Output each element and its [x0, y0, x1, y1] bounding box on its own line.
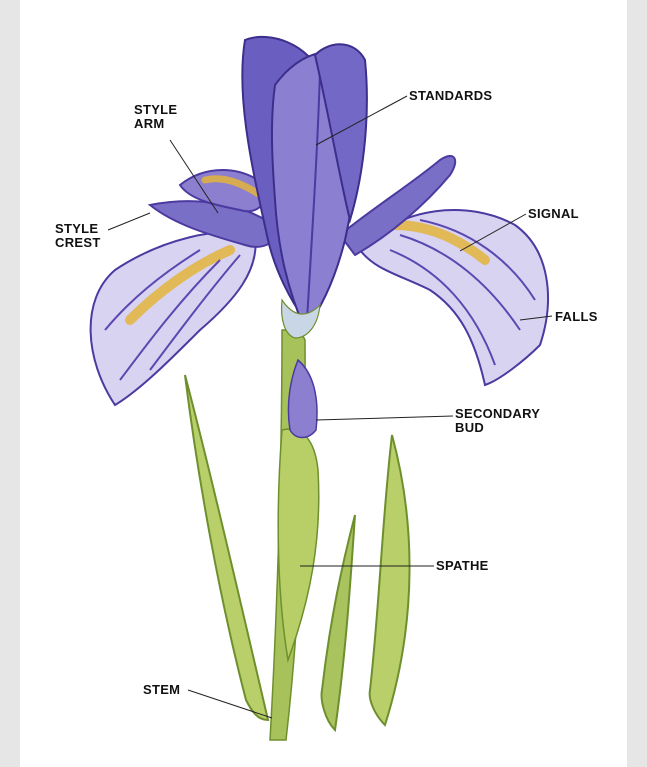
label-secondary-bud-line1: SECONDARY: [455, 407, 540, 421]
left-leaf: [185, 375, 268, 720]
label-falls: FALLS: [555, 310, 598, 324]
label-spathe: SPATHE: [436, 559, 489, 573]
label-style-crest-line1: STYLE: [55, 222, 101, 236]
right-leaf-tall: [370, 435, 410, 725]
label-signal: SIGNAL: [528, 207, 579, 221]
label-falls-text: FALLS: [555, 309, 598, 324]
right-leaf-small: [322, 515, 355, 730]
label-standards-text: STANDARDS: [409, 88, 492, 103]
leader-secondary-bud: [316, 416, 453, 420]
label-signal-text: SIGNAL: [528, 206, 579, 221]
illustration-panel: STANDARDS STYLE ARM STYLE CREST SIGNAL F…: [20, 0, 627, 767]
label-standards: STANDARDS: [409, 89, 492, 103]
label-style-arm-line1: STYLE: [134, 103, 177, 117]
label-secondary-bud-line2: BUD: [455, 421, 540, 435]
iris-illustration: [20, 0, 627, 767]
label-spathe-text: SPATHE: [436, 558, 489, 573]
label-style-arm-line2: ARM: [134, 117, 177, 131]
label-stem-text: STEM: [143, 682, 180, 697]
label-secondary-bud: SECONDARY BUD: [455, 407, 540, 435]
leader-style-crest: [108, 213, 150, 230]
label-stem: STEM: [143, 683, 180, 697]
spathe: [278, 429, 319, 660]
label-style-crest: STYLE CREST: [55, 222, 101, 250]
label-style-arm: STYLE ARM: [134, 103, 177, 131]
label-style-crest-line2: CREST: [55, 236, 101, 250]
